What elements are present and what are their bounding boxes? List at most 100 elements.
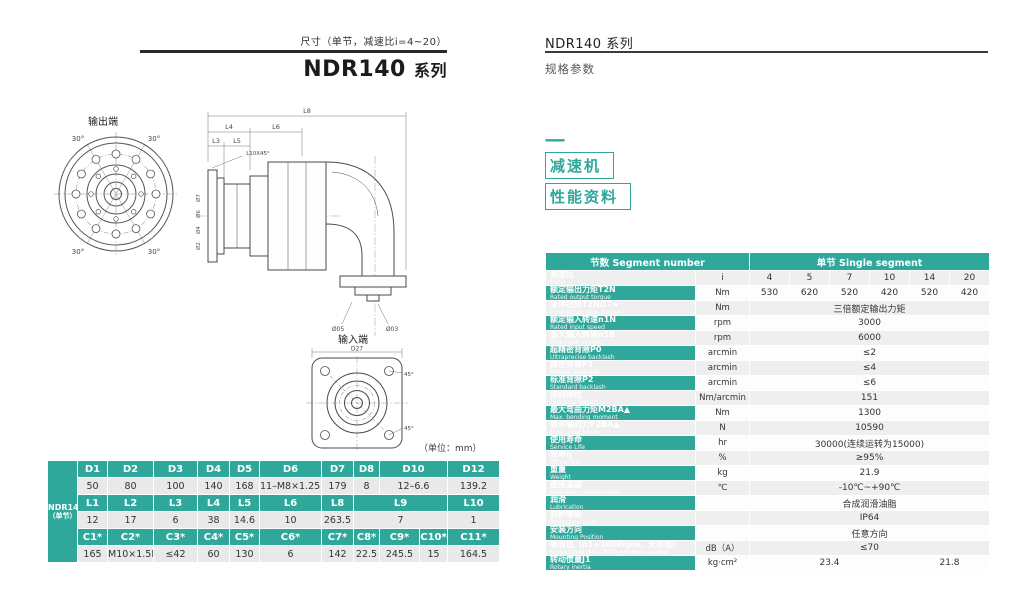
- table-cell: 80: [107, 477, 154, 495]
- table-cell: C10*: [419, 528, 448, 546]
- table-cell: 10590: [749, 420, 991, 436]
- table-cell: 21.8: [909, 555, 991, 571]
- hub-holes: [88, 166, 144, 222]
- table-cell: C8*: [353, 528, 380, 546]
- section-marker: 一 减速机 性能资料: [545, 129, 632, 210]
- table-cell: 5: [789, 270, 831, 286]
- dim-label-l5: L5: [233, 137, 241, 145]
- table-cell: [694, 525, 751, 541]
- table-cell: C3*: [153, 528, 198, 546]
- table-cell: 245.5: [379, 545, 420, 563]
- table-cell: 4: [749, 270, 791, 286]
- dia-label: Ø6: [195, 210, 202, 218]
- table-cell: 50: [77, 477, 108, 495]
- table-cell: rpm: [694, 315, 751, 331]
- output-flange-drawing: 30° 30° 30° 30°: [54, 132, 178, 256]
- dimension-lines: [311, 348, 403, 358]
- table-cell: 急停扭矩T2NOT★Emergency stop torque: [545, 300, 696, 316]
- table-cell: L4: [197, 494, 230, 512]
- angle-label: 30°: [148, 135, 160, 143]
- table-cell: 7: [829, 270, 871, 286]
- table-cell: D6: [259, 460, 322, 478]
- table-cell: C11*: [447, 528, 500, 546]
- table-cell: C6*: [259, 528, 322, 546]
- table-cell: ≤2: [749, 345, 991, 361]
- table-cell: 530: [749, 285, 791, 301]
- table-cell: D10: [379, 460, 448, 478]
- table-cell: C2*: [107, 528, 154, 546]
- table-cell: 12: [77, 511, 108, 529]
- table-cell: 合成润滑油脂: [749, 495, 991, 511]
- table-cell: [694, 495, 751, 511]
- table-cell: L10: [447, 494, 500, 512]
- table-cell: Nm: [694, 405, 751, 421]
- dim-label-l3: L3: [212, 137, 220, 145]
- table-cell: 139.2: [447, 477, 500, 495]
- dim-label-top: D27: [351, 346, 363, 353]
- table-cell: 23.4: [749, 555, 911, 571]
- chamfer-note: L10X45°: [246, 151, 270, 157]
- table-cell: 20: [949, 270, 991, 286]
- table-cell: 14.6: [229, 511, 260, 529]
- angle-label: 45°: [404, 372, 414, 378]
- section-number: 一: [545, 129, 565, 153]
- table-cell: 140: [197, 477, 230, 495]
- table-cell: arcmin: [694, 360, 751, 376]
- corner-bolt-holes: [320, 366, 394, 440]
- table-cell: [694, 510, 751, 526]
- table-cell: 15: [419, 545, 448, 563]
- table-cell: D3: [153, 460, 198, 478]
- table-cell: 30000(连续运转为15000): [749, 435, 991, 451]
- table-cell: C5*: [229, 528, 260, 546]
- table-cell: 22.5: [353, 545, 380, 563]
- table-cell: 168: [229, 477, 260, 495]
- table-cell: 10: [869, 270, 911, 286]
- table-cell: 620: [789, 285, 831, 301]
- table-cell: 38: [197, 511, 230, 529]
- right-header-title: NDR140 系列: [545, 37, 634, 52]
- table-cell: L3: [153, 494, 198, 512]
- spec-subtitle: 规格参数: [545, 62, 595, 76]
- model-name: NDR140: [303, 57, 406, 82]
- table-cell: 420: [949, 285, 991, 301]
- table-cell: 142: [321, 545, 354, 563]
- table-cell: M10×1.5P: [107, 545, 154, 563]
- table-cell: C4*: [197, 528, 230, 546]
- dia-label: Ø2: [195, 242, 202, 250]
- table-cell: 14: [909, 270, 951, 286]
- leader-lines: [329, 370, 404, 436]
- table-cell: 8: [353, 477, 380, 495]
- dim-label-l8: L8: [303, 107, 311, 115]
- table-cell: 1: [447, 511, 500, 529]
- table-row: C1*C2*C3*C4*C5*C6*C7*C8*C9*C10*C11*: [48, 528, 500, 546]
- table-cell: rpm: [694, 330, 751, 346]
- bolt-circle: [339, 385, 375, 421]
- angle-label: 30°: [72, 135, 84, 143]
- table-cell: L8: [321, 494, 354, 512]
- table-cell: L2: [107, 494, 154, 512]
- angle-label: 30°: [148, 248, 160, 256]
- table-cell: 三倍额定输出力矩: [749, 300, 991, 316]
- bolt-holes: [71, 149, 161, 239]
- table-cell: 60: [197, 545, 230, 563]
- table-cell: D1: [77, 460, 108, 478]
